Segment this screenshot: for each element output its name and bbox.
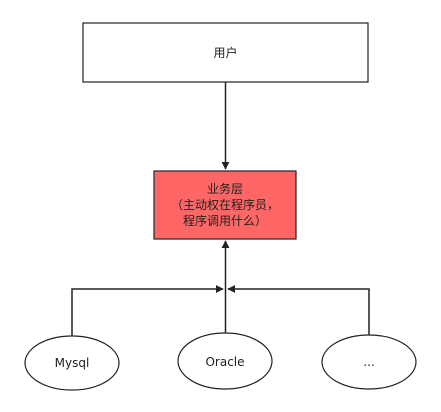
mysql-ellipse [24, 335, 120, 391]
oracle-ellipse [177, 332, 273, 390]
service-label-line1: 业务层 [207, 181, 243, 196]
mysql-node: Mysql [24, 335, 120, 391]
user-box [82, 22, 369, 83]
oracle-label: Oracle [205, 355, 244, 369]
user-node: 用户 [82, 22, 369, 83]
service-label-line3: 程序调用什么） [183, 213, 267, 228]
user-label: 用户 [213, 45, 237, 60]
service-node: 业务层 （主动权在程序员， 程序调用什么） [153, 170, 297, 240]
other-node: ... [321, 334, 417, 390]
service-label-line2: （主动权在程序员， [171, 197, 279, 212]
oracle-node: Oracle [177, 332, 273, 390]
arrow-other-to-merge [227, 285, 370, 335]
mysql-label: Mysql [55, 356, 90, 370]
service-box [153, 170, 297, 240]
other-ellipse [321, 334, 417, 390]
arrow-mysql-to-merge [71, 285, 224, 336]
other-label: ... [363, 355, 374, 369]
